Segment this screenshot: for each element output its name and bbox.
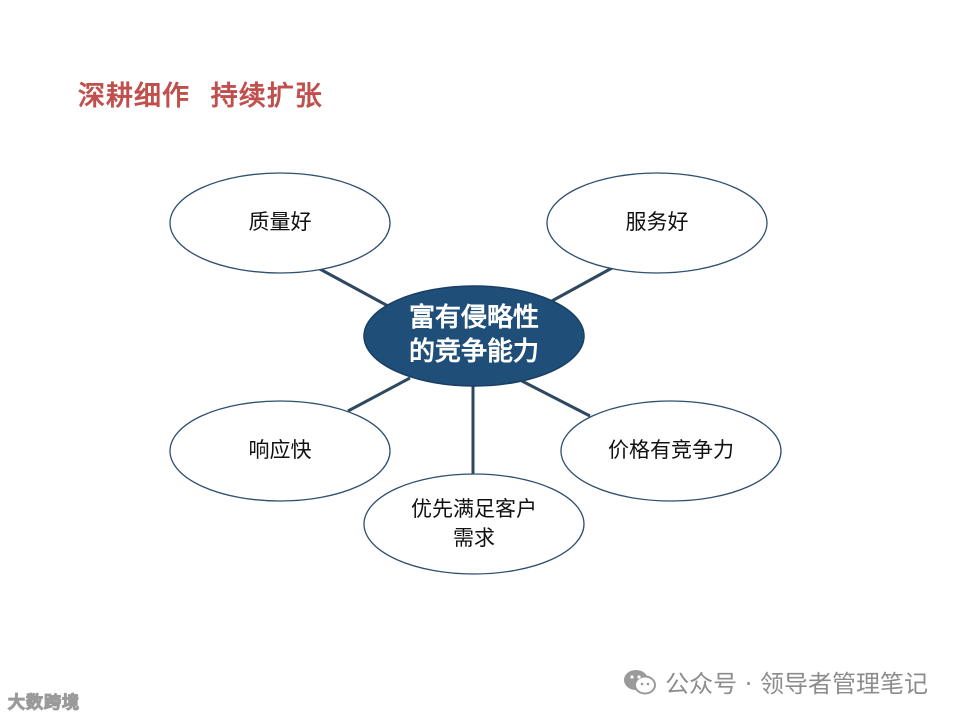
node-service-shape [546,172,768,274]
node-center-line1: 富有侵略性 [408,303,539,334]
wechat-icon [624,669,657,694]
connector-quality [317,266,389,308]
slide-title: 深耕细作 持续扩张 [78,81,323,112]
connector-service [549,266,613,304]
connector-price [519,378,591,418]
node-customer-line2: 需求 [453,526,495,550]
node-response-shape [169,400,391,502]
watermark-text: 公众号 · 领导者管理笔记 [665,670,928,698]
node-customer-line1: 优先满足客户 [411,496,537,521]
node-center-label: 富有侵略性 的竞争能力 [364,286,584,386]
node-quality-shape [169,172,391,274]
watermark: 公众号 · 领导者管理笔记 [623,664,928,699]
node-price-shape [560,400,782,502]
node-response-label: 响应快 [248,438,312,463]
node-price-label: 价格有竞争力 [608,438,734,463]
node-center-line2: 的竞争能力 [408,337,539,367]
node-quality-label: 质量好 [248,210,312,235]
logo-watermark: 大数跨境 [8,693,80,714]
node-customer-shape [363,473,585,575]
node-center-shape [363,285,585,387]
connector-response [347,376,411,413]
node-customer-label: 优先满足客户 需求 [364,474,584,574]
node-service-label: 服务好 [625,210,689,235]
